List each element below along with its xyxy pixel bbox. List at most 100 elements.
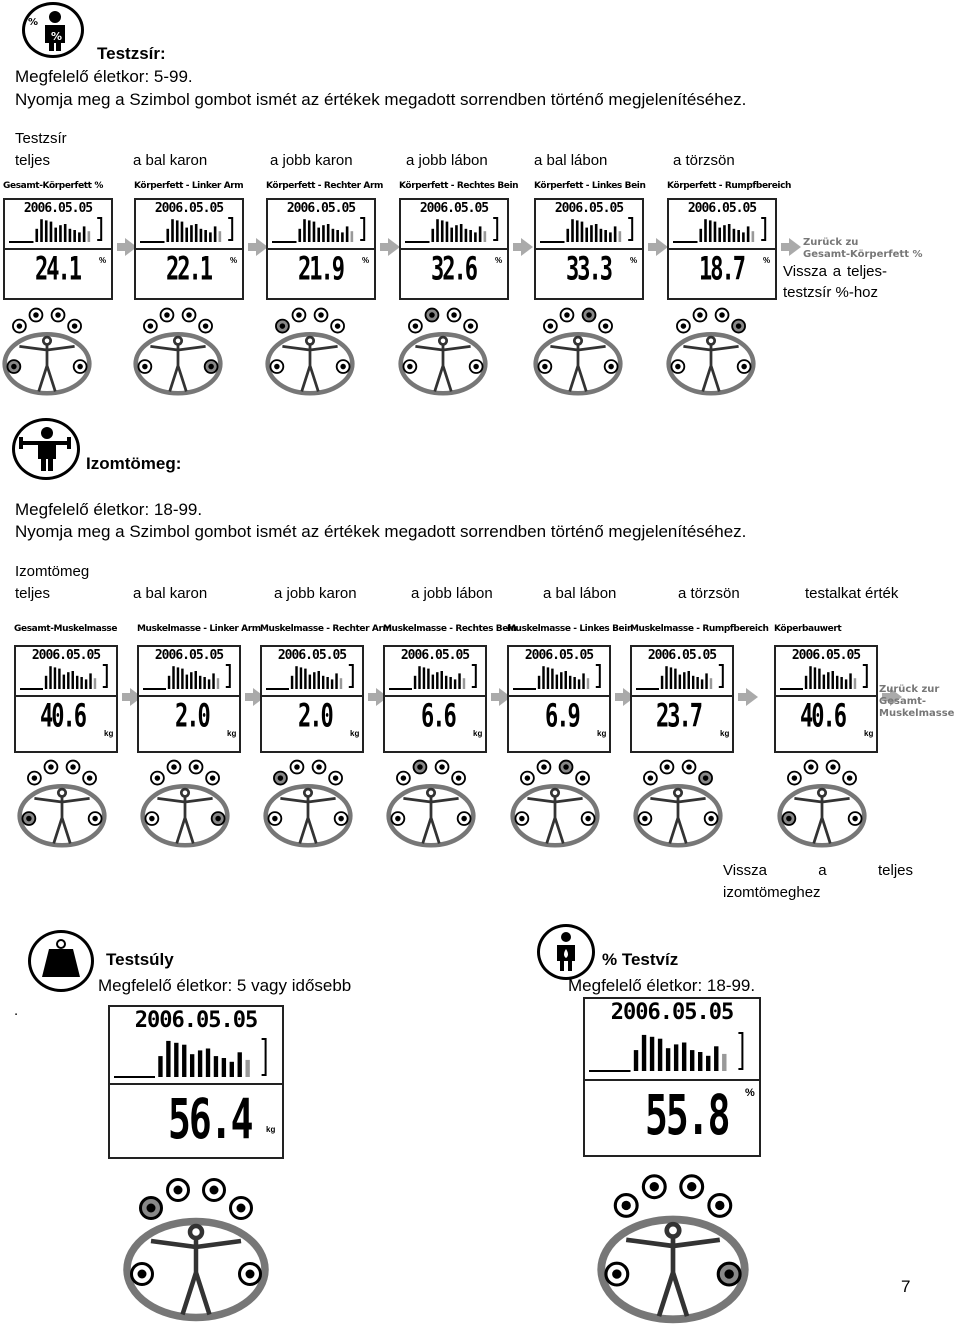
body-figure-mode-glyph	[846, 775, 853, 781]
lcd-history-bar	[831, 671, 834, 689]
lcd-date: 2006.05.05	[23, 201, 93, 216]
lcd-history-bar	[312, 221, 316, 242]
lcd-history-bar	[613, 226, 617, 242]
lcd-history-bar	[245, 1059, 250, 1077]
lcd-history-bar	[207, 679, 211, 689]
lcd-history-bar	[742, 232, 745, 242]
lcd-value: 40.6	[40, 699, 87, 736]
fat-col-5: a törzsön	[673, 152, 735, 169]
lcd-history-bar	[431, 228, 435, 242]
lcd-history-bar	[458, 673, 461, 689]
lcd-bracket	[761, 217, 767, 241]
lcd-date: 2006.05.05	[154, 648, 224, 663]
body-figure	[533, 307, 623, 396]
lcd-history-bar	[580, 221, 584, 242]
lcd-history-bar	[440, 671, 443, 689]
lcd-history-bar	[53, 667, 57, 689]
svg-text:%: %	[28, 17, 38, 28]
lcd-history-bar	[213, 226, 217, 242]
body-figure-mode-glyph	[173, 1185, 183, 1195]
weight-lcd-separator	[110, 1083, 282, 1085]
lcd-history-bar	[577, 679, 581, 689]
lcd-caption: Körperfett - Rumpfbereich	[667, 181, 792, 191]
lcd-separator	[401, 248, 507, 250]
lcd-history-bar	[197, 1050, 203, 1077]
lcd-history-bar	[546, 667, 550, 689]
body-figure-mode-glyph	[715, 1200, 725, 1211]
body-figure-mode-glyph	[215, 815, 221, 822]
body-fat-icon: % %	[22, 2, 84, 58]
lcd-history-bar	[194, 224, 198, 242]
lcd-bars	[513, 664, 601, 690]
weight-lcd-bars	[114, 1038, 267, 1078]
lcd-history-bar	[571, 219, 574, 242]
body-figure-mode-glyph	[272, 815, 278, 822]
lcd-history-bar	[180, 221, 184, 242]
body-figure-mode-glyph	[451, 312, 457, 318]
lcd-bracket	[628, 217, 634, 241]
body-figure	[386, 759, 476, 848]
lcd-caption: Muskelmasse - Linkes Bein	[507, 624, 633, 634]
body-figure-ring	[597, 1215, 749, 1324]
body-figure-mode-glyph	[26, 815, 32, 822]
lcd-bracket	[471, 664, 477, 688]
lcd-history-bar	[649, 1036, 655, 1071]
lcd-unit: kg	[227, 729, 237, 738]
lcd-history-bar	[59, 225, 62, 242]
body-figure-mode-glyph	[33, 312, 39, 318]
body-figure-mode-glyph	[542, 363, 548, 370]
lcd-history-bar	[478, 226, 482, 242]
lcd-history-bar	[585, 227, 589, 242]
lcd-history-bar	[298, 228, 302, 242]
lcd-history-bar	[641, 1034, 647, 1071]
body-figure-mode-glyph	[338, 815, 344, 822]
lcd-history-bar	[722, 1053, 727, 1071]
body-figure-person	[19, 335, 75, 392]
lcd-history-bar	[840, 677, 843, 689]
weight-age: Megfelelő életkor: 5 vagy idősebb	[98, 976, 352, 995]
body-figure-mode-glyph	[171, 764, 177, 770]
lcd-history-bar	[573, 677, 576, 689]
lcd-history-bar	[40, 219, 43, 242]
lcd-history-bar	[295, 666, 298, 689]
lcd-history-bar	[317, 671, 320, 689]
body-figure	[398, 307, 488, 396]
body-figure-mode-glyph	[86, 775, 93, 781]
fat-col-2: a jobb karon	[270, 152, 353, 169]
lcd-history-bar	[464, 228, 468, 242]
body-figure	[510, 759, 600, 848]
lcd-history-bar	[62, 674, 66, 689]
lcd-history-bar	[618, 231, 622, 242]
body-figure	[140, 759, 230, 848]
lcd-history-bar	[185, 674, 189, 689]
body-figure-mode-glyph	[541, 764, 547, 770]
body-figure-mode-glyph	[332, 775, 339, 781]
body-figure-mode-glyph	[735, 323, 742, 329]
body-figure-mode-glyph	[519, 815, 525, 822]
lcd-unit: kg	[720, 729, 730, 738]
lcd-history-bar	[345, 226, 349, 242]
lcd-unit: %	[763, 256, 771, 265]
body-figure-mode-glyph	[236, 1203, 246, 1213]
lcd-history-bar	[633, 1050, 639, 1071]
body-figure-person	[625, 1221, 721, 1317]
lcd-history-bar	[555, 674, 559, 689]
lcd-history-bar	[199, 228, 203, 242]
body-figure-mode-glyph	[11, 363, 17, 370]
lcd-unit: %	[495, 256, 503, 265]
body-figure	[263, 759, 353, 848]
fat-age: Megfelelő életkor: 5-99.	[15, 67, 193, 86]
lcd-history-bar	[299, 667, 303, 689]
lcd-history-bar	[708, 220, 712, 242]
muscle-col-3: a jobb lábon	[411, 585, 493, 602]
body-figure-mode-glyph	[563, 764, 569, 770]
lcd-history-bar	[551, 668, 554, 689]
body-figure-mode-glyph	[564, 312, 570, 318]
lcd-history-bar	[49, 221, 53, 242]
lcd-history-bar	[827, 672, 830, 689]
lcd-bars	[143, 664, 231, 690]
lcd-history-bar	[58, 668, 61, 689]
lcd-bars	[20, 664, 108, 690]
lcd-history-bar	[82, 226, 86, 242]
